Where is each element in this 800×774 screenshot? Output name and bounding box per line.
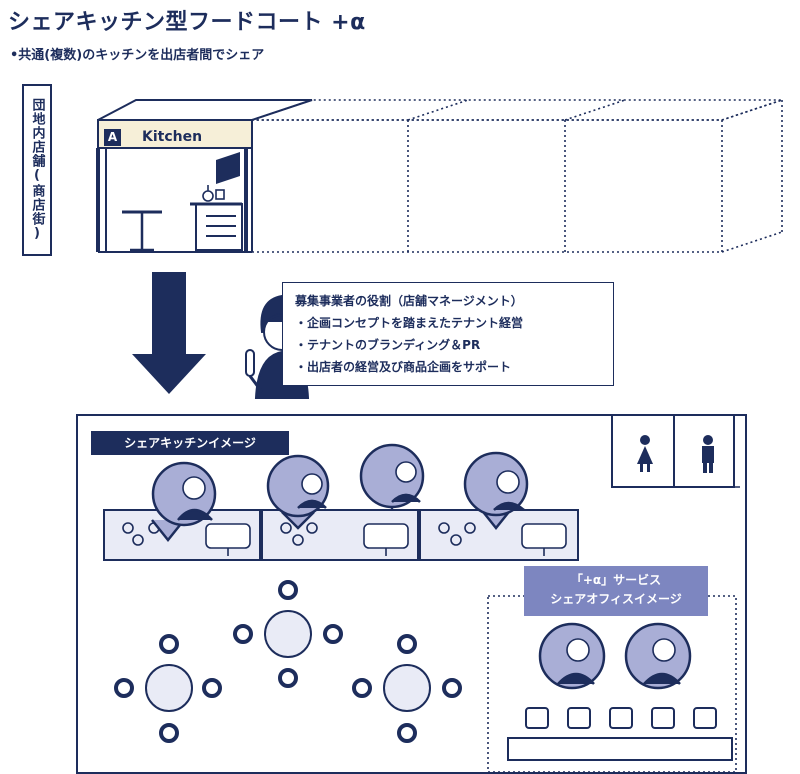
storefront (96, 99, 783, 253)
vendor-icon (463, 451, 529, 531)
service-tag: 「+α」サービス シェアオフィスイメージ (524, 566, 708, 616)
service-tag-line2: シェアオフィスイメージ (550, 592, 682, 606)
table-icon (145, 610, 431, 712)
page-subtitle: •共通(複数)のキッチンを出店者間でシェア (10, 48, 265, 63)
toilet-man-icon (702, 435, 714, 473)
share-kitchen-tag: シェアキッチンイメージ (91, 431, 289, 455)
role-box: 募集事業者の役割（店舗マネージメント） ・企画コンセプトを踏まえたテナント経営 … (282, 282, 614, 386)
booth-details (122, 522, 567, 556)
arrow-down-icon (132, 272, 206, 394)
role-heading: 募集事業者の役割（店舗マネージメント） (295, 294, 523, 308)
role-item: ・企画コンセプトを踏まえたテナント経営 (295, 316, 524, 330)
vendor-icon (359, 443, 425, 511)
office-worker-icon (538, 622, 606, 690)
side-label-store: 団地内店舗(商店街) (22, 84, 52, 256)
vendor-icon (266, 454, 330, 530)
chair-icon (114, 580, 462, 743)
kitchen-label: Kitchen (142, 129, 203, 145)
kitchen-badge: A (104, 129, 121, 146)
toilet-woman-icon (637, 435, 653, 472)
office-worker-icon (624, 622, 692, 690)
role-item: ・テナントのブランディング＆PR (295, 338, 481, 352)
role-item: ・出店者の経営及び商品企画をサポート (295, 360, 512, 374)
vendor-icon (151, 461, 217, 543)
page-title: シェアキッチン型フードコート +α (8, 10, 366, 35)
service-tag-line1: 「+α」サービス (570, 573, 662, 587)
office-chairs (525, 707, 717, 729)
